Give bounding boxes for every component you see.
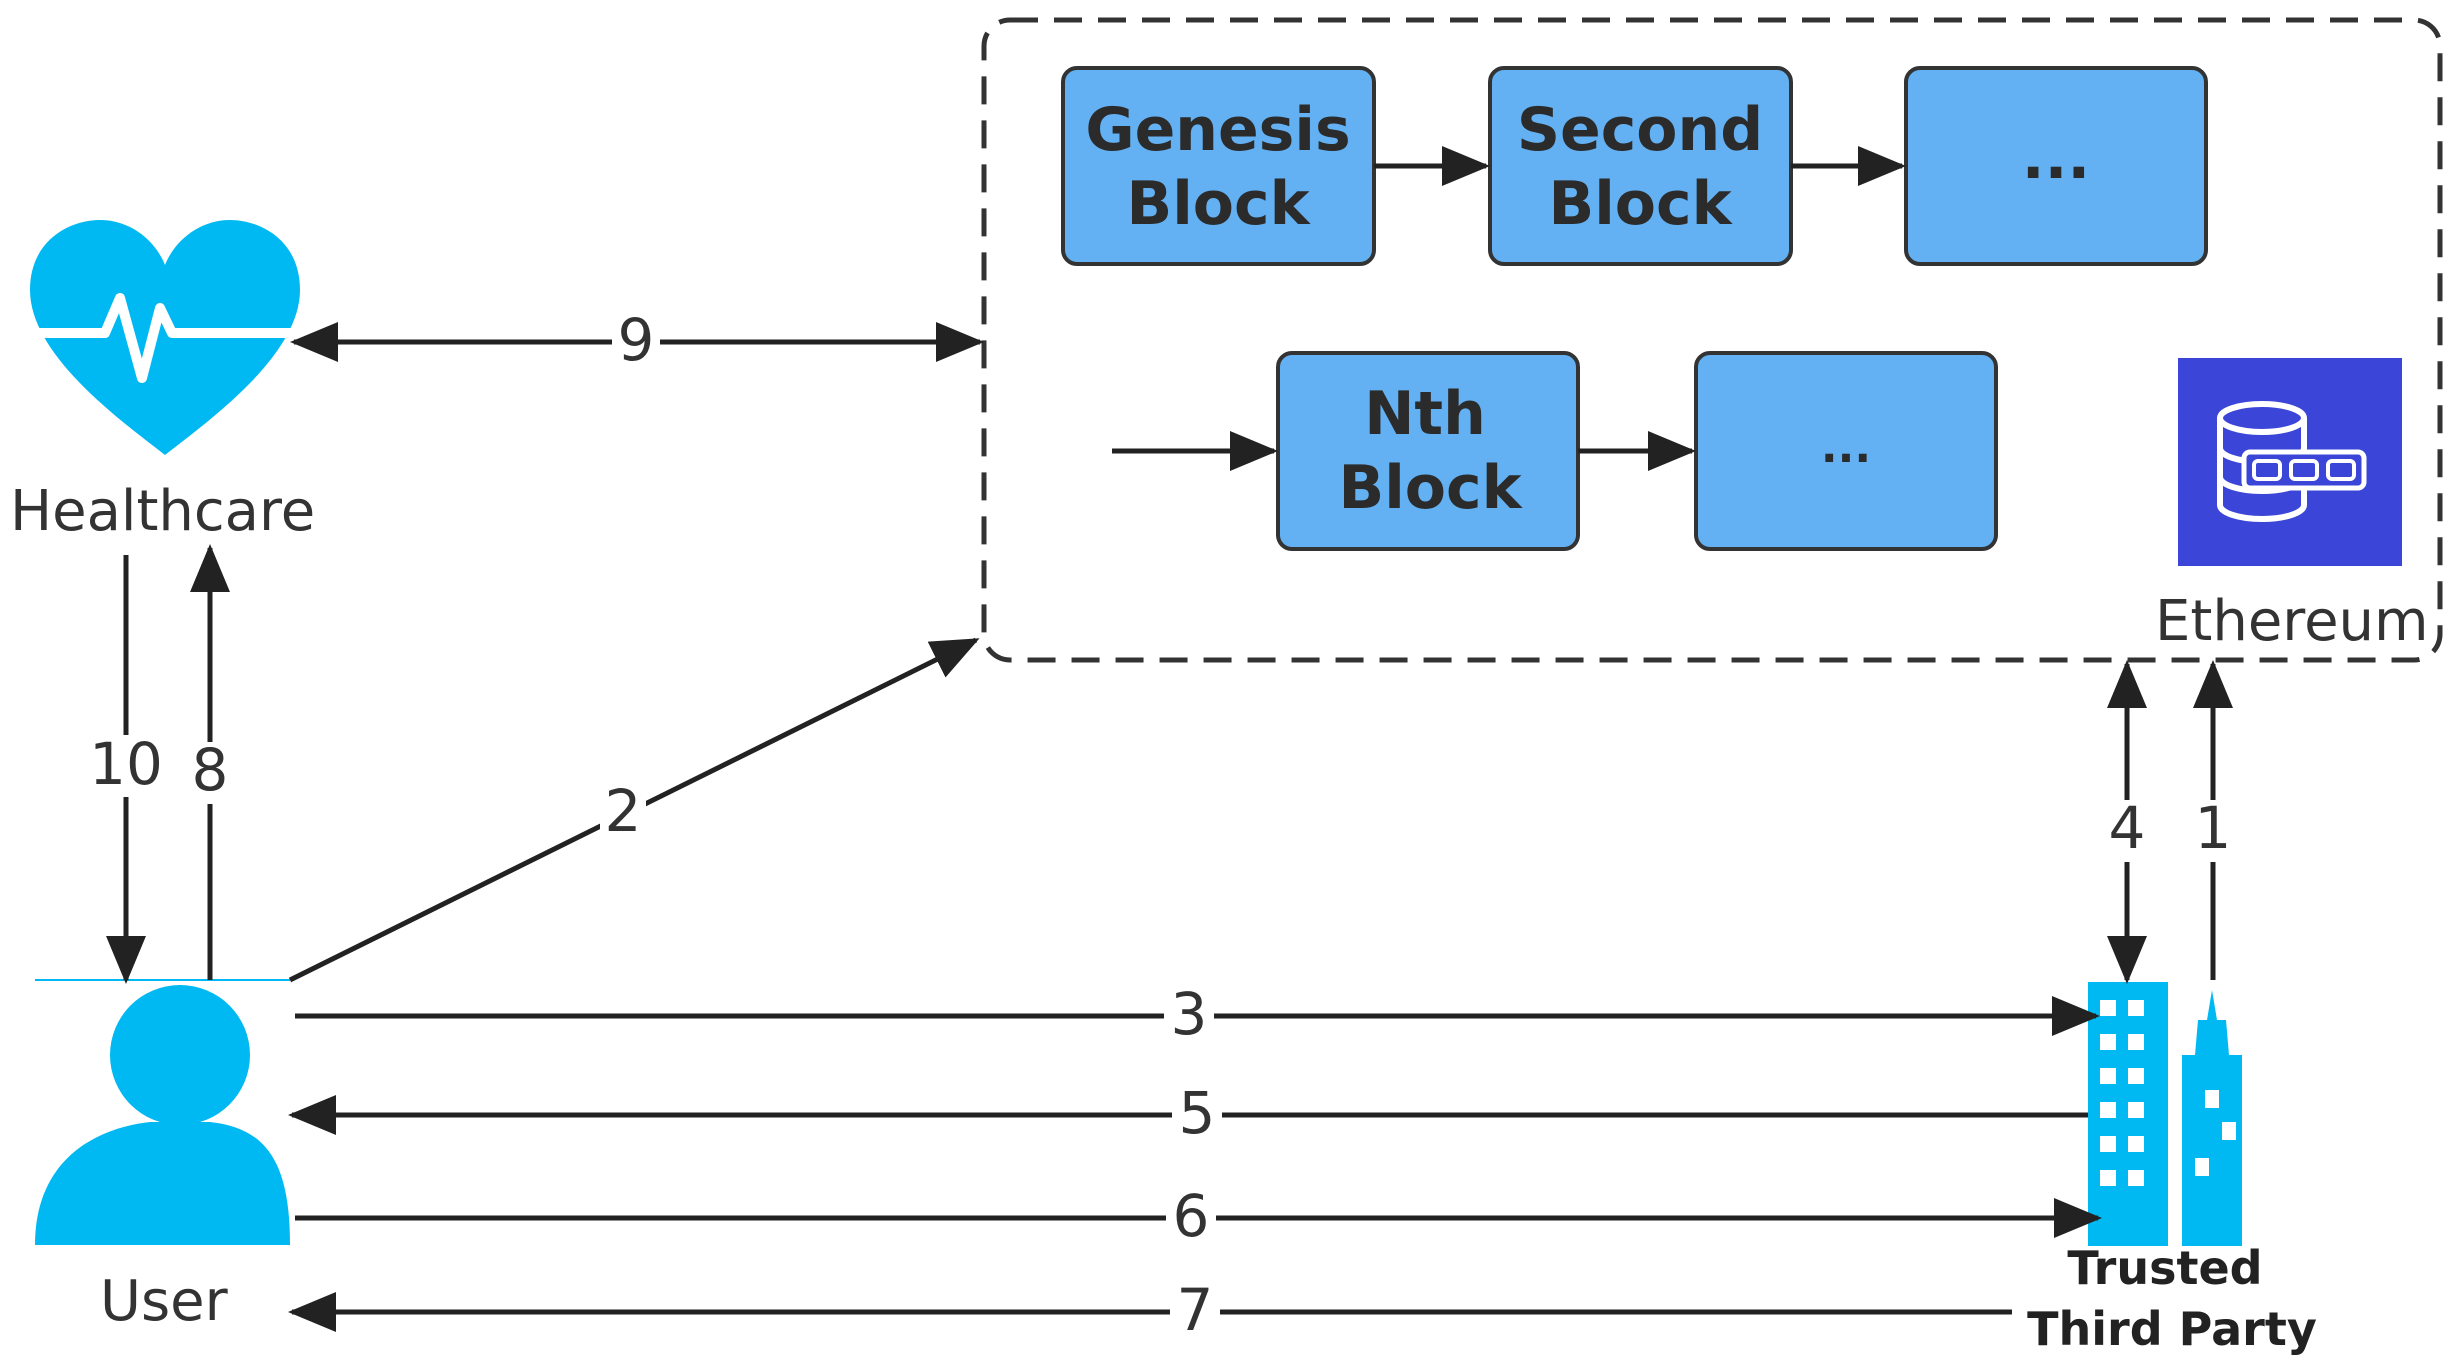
user-label: User [100,1269,229,1334]
edge-3-label: 3 [1171,980,1208,1048]
nth-block: Nth Block [1276,351,1580,551]
ellipsis-block-1-text: ... [2022,123,2090,193]
genesis-block: Genesis Block [1061,66,1376,266]
edge-9-label: 9 [618,306,655,374]
blockchain-database-icon [2178,358,2402,566]
edge-5-label: 5 [1179,1079,1216,1147]
healthcare-label: Healthcare [10,479,315,544]
second-block: Second Block [1488,66,1793,266]
heart-pulse-icon [30,220,300,455]
ttp-label-line2: Third Party [2027,1302,2317,1356]
edge-8-label: 8 [192,736,229,804]
ethereum-label: Ethereum [2155,589,2429,654]
ellipsis-block-2: ... [1694,351,1998,551]
second-block-line1: Second [1517,95,1763,165]
ellipsis-block-1: ... [1904,66,2208,266]
ethereum-network-boundary [981,17,2443,663]
edge-7-label: 7 [1177,1276,1214,1344]
genesis-block-line1: Genesis [1085,95,1350,165]
nth-block-line2: Block [1339,453,1524,523]
edge-2-label: 2 [605,777,642,845]
ttp-label-line1: Trusted [2067,1241,2262,1295]
nth-block-line1: Nth [1364,379,1486,449]
ellipsis-block-2-text: ... [1821,422,1871,473]
edge-6-label: 6 [1173,1182,1210,1250]
edge-1-label: 1 [2195,794,2232,862]
second-block-line2: Block [1549,169,1734,239]
user-icon [35,979,290,1245]
edge-4-label: 4 [2109,794,2146,862]
edge-10-label: 10 [89,730,163,798]
genesis-block-line2: Block [1127,169,1312,239]
buildings-icon [2088,982,2242,1246]
